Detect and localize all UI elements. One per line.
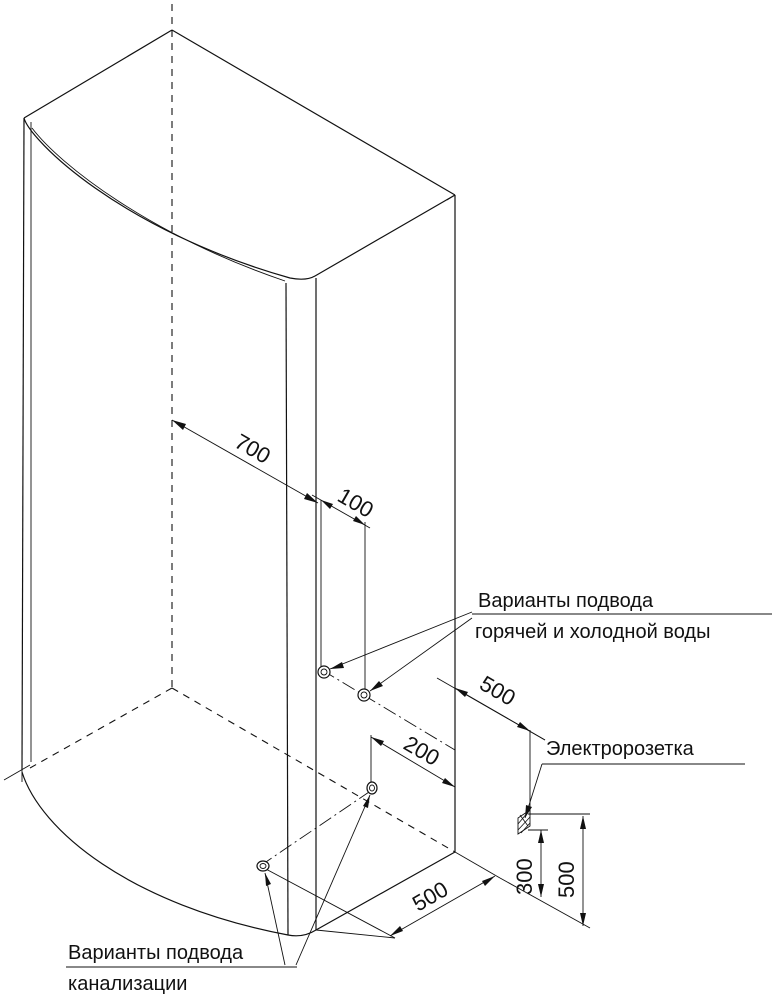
dim-700-arrow-end bbox=[304, 493, 318, 503]
drain-label-line2: канализации bbox=[68, 973, 187, 995]
dim-100-text: 100 bbox=[334, 483, 378, 523]
drain-outlet-1-inner bbox=[259, 863, 267, 869]
cabin-top-front-curve-inner bbox=[31, 127, 286, 282]
drain-connections bbox=[66, 781, 396, 968]
water-leader-1 bbox=[329, 611, 473, 670]
dim-300-text: 300 bbox=[512, 858, 537, 895]
dim-700-line bbox=[171, 419, 319, 504]
drain-outlet-1 bbox=[256, 860, 270, 872]
socket-hatch-3 bbox=[520, 822, 531, 834]
water-inlet-1 bbox=[317, 665, 331, 679]
dim-500f-ext-b bbox=[315, 929, 396, 939]
water-leader-1-arrow bbox=[330, 662, 344, 669]
dim-100-arrow-left bbox=[321, 500, 333, 509]
dimension-100: 100 bbox=[311, 483, 378, 690]
dim-500w-arrow-start bbox=[455, 688, 468, 697]
water-supply-label-line1: Варианты подвода bbox=[478, 590, 654, 612]
dim-500s-arrow-top bbox=[580, 816, 586, 829]
water-axis-line bbox=[321, 669, 456, 751]
cabin-left-tick bbox=[3, 764, 31, 781]
drain-leader-2-arrow bbox=[363, 795, 370, 808]
cabin-left-edge-outer bbox=[21, 117, 25, 771]
drain-depth-line bbox=[263, 867, 396, 939]
drain-outlet-2 bbox=[366, 781, 378, 795]
dimension-300: 300 bbox=[512, 830, 544, 897]
cabin-top-back-left-edge bbox=[23, 29, 173, 119]
socket-label: Электророзетка bbox=[546, 738, 695, 760]
drain-leader-1-arrow bbox=[265, 873, 271, 886]
dimension-500-water: 500 bbox=[436, 671, 546, 815]
drain-leader-1 bbox=[264, 872, 286, 966]
shower-cabin bbox=[3, 4, 456, 937]
water-leader-2-arrow bbox=[370, 681, 383, 691]
cabin-top-back-right-edge bbox=[171, 29, 456, 196]
cabin-right-top-fillet bbox=[446, 194, 456, 201]
drain-outlet-2-inner bbox=[369, 784, 375, 792]
dim-100-arrow-right bbox=[353, 516, 365, 525]
water-inlet-2 bbox=[357, 688, 371, 702]
dim-700-text: 700 bbox=[231, 429, 275, 469]
dim-500f-ext-a bbox=[454, 851, 501, 879]
dimension-200: 200 bbox=[370, 731, 456, 788]
dim-700-arrow-start bbox=[172, 420, 186, 430]
dim-500f-text: 500 bbox=[408, 876, 452, 916]
cabin-floor-hidden-right bbox=[171, 687, 456, 853]
dim-200-line bbox=[370, 736, 456, 788]
cabin-bottom-front-curve bbox=[21, 771, 456, 937]
dim-300-arrow-top bbox=[538, 830, 544, 843]
dim-500s-text: 500 bbox=[554, 861, 579, 898]
dim-500s-arrow-bottom bbox=[580, 913, 586, 926]
dimension-500-floor: 500 bbox=[315, 851, 501, 939]
dim-300-arrow-bottom bbox=[538, 884, 544, 897]
drain-leader-2 bbox=[295, 794, 371, 966]
socket-hatch-2 bbox=[517, 816, 531, 831]
dim-500w-text: 500 bbox=[476, 671, 520, 711]
dimension-700: 700 bbox=[171, 419, 319, 504]
water-inlet-2-inner bbox=[360, 691, 368, 699]
dim-500f-arrow-end bbox=[482, 876, 495, 886]
cabin-front-post-left bbox=[285, 282, 289, 936]
water-connections bbox=[317, 611, 772, 751]
socket-ext-floor bbox=[499, 877, 591, 929]
drain-axis-line bbox=[259, 789, 373, 867]
water-supply-label-line2: горячей и холодной воды bbox=[475, 621, 710, 643]
dim-500f-arrow-start bbox=[390, 926, 403, 936]
dim-200-arrow-start bbox=[371, 737, 384, 746]
socket-hatch-4 bbox=[519, 814, 529, 827]
dim-200-arrow-end bbox=[442, 778, 455, 787]
drain-label-line1: Варианты подвода bbox=[68, 942, 244, 964]
cabin-floor-hidden-left bbox=[29, 687, 173, 769]
dim-200-text: 200 bbox=[400, 731, 444, 771]
dimension-500-socket: 500 bbox=[554, 816, 586, 926]
dim-500w-arrow-end bbox=[517, 722, 530, 731]
electric-socket bbox=[499, 763, 745, 929]
socket-leader-arrow bbox=[525, 805, 532, 818]
water-leader-2 bbox=[369, 617, 473, 692]
water-inlet-1-inner bbox=[320, 668, 328, 676]
cabin-top-front-curve bbox=[23, 117, 456, 280]
dim-500f-line bbox=[389, 875, 496, 937]
